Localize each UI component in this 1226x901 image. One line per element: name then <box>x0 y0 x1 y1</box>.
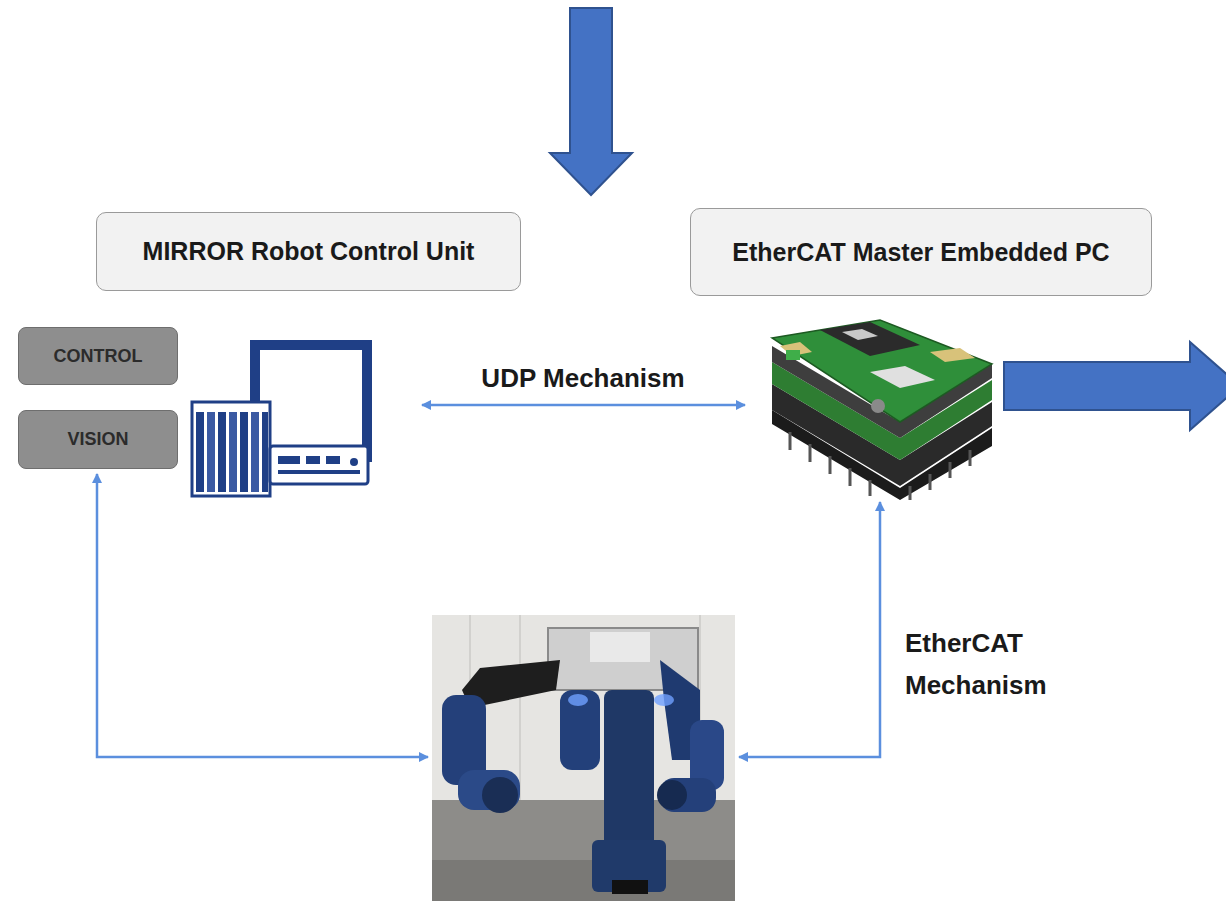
industrial-pc-icon-part <box>270 446 368 484</box>
industrial-pc-icon-part <box>326 456 340 464</box>
down-arrow-part <box>550 8 632 195</box>
industrial-pc-icon-part <box>229 412 237 492</box>
robot-photo-part <box>432 615 735 901</box>
heading-box: MIRROR Robot Control Unit <box>96 212 521 291</box>
node-text: MIRROR Robot Control Unit <box>143 237 475 266</box>
industrial-pc-icon-part <box>192 402 270 496</box>
embedded-pc-board-part <box>930 348 975 362</box>
embedded-pc-board-part <box>786 350 800 360</box>
industrial-pc-icon <box>192 340 372 496</box>
connector-label: EtherCAT Mechanism <box>905 622 1070 706</box>
robot-photo-part <box>432 860 735 901</box>
industrial-pc-icon-part <box>218 412 226 492</box>
robot-photo-part <box>590 632 650 662</box>
node-text: VISION <box>67 429 128 450</box>
robot-photo-part <box>560 690 600 770</box>
embedded-pc-board-part <box>842 329 878 340</box>
right-arrow-part <box>1004 342 1226 430</box>
embedded-pc-board-part <box>820 322 920 356</box>
robot-photo-part <box>568 694 588 706</box>
connector-arrows-part <box>422 404 745 407</box>
embedded-pc-board-part <box>871 399 885 413</box>
function-box: VISION <box>18 410 178 469</box>
connector-label: UDP Mechanism <box>440 362 726 394</box>
right-arrow <box>1004 342 1226 430</box>
embedded-pc-board <box>772 320 992 500</box>
industrial-pc-icon-part <box>262 412 268 492</box>
industrial-pc-icon-part <box>251 412 259 492</box>
embedded-pc-board-part <box>870 366 935 388</box>
robot-photo-part <box>482 777 518 813</box>
industrial-pc-icon-part <box>306 456 320 464</box>
robot-photo-part <box>612 880 648 894</box>
industrial-pc-icon-part <box>350 458 358 466</box>
connector-arrows-part <box>739 502 880 757</box>
robot-photo-part <box>657 780 687 810</box>
embedded-pc-board-part <box>772 320 992 422</box>
heading-box: EtherCAT Master Embedded PC <box>690 208 1152 296</box>
industrial-pc-icon-part <box>196 412 204 492</box>
industrial-pc-icon-part <box>278 456 300 464</box>
industrial-pc-icon-part <box>207 412 215 492</box>
node-text: CONTROL <box>54 346 143 367</box>
industrial-pc-icon-part <box>240 412 248 492</box>
robot-photo <box>432 615 735 901</box>
down-arrow <box>550 8 632 195</box>
function-box: CONTROL <box>18 327 178 385</box>
connector-arrows <box>97 405 880 757</box>
node-text: EtherCAT Master Embedded PC <box>732 238 1109 267</box>
robot-photo-part <box>432 800 735 901</box>
robot-photo-part <box>654 694 674 706</box>
connector-arrows-part <box>97 474 428 757</box>
industrial-pc-icon-part <box>278 470 360 474</box>
